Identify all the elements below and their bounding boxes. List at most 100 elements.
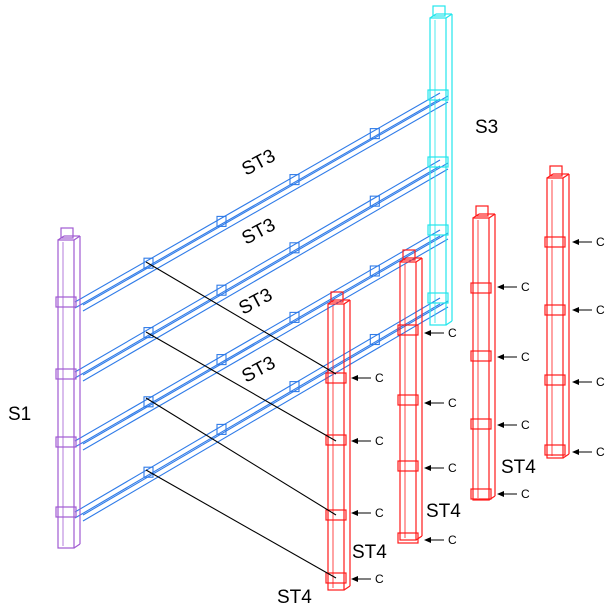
post-cap — [60, 227, 74, 239]
c-label: C — [448, 326, 457, 340]
leader-line — [145, 397, 337, 516]
c-callout: C — [572, 375, 605, 389]
c-callout: C — [351, 371, 384, 385]
label-st4-2: ST4 — [352, 542, 387, 563]
c-callout: C — [424, 326, 457, 340]
post-bracket — [325, 372, 347, 384]
rail-joint — [289, 174, 300, 186]
rail-joint — [216, 284, 227, 296]
post-st4-2 — [397, 249, 423, 544]
c-callout: C — [572, 235, 605, 249]
post-st4-3 — [470, 205, 496, 501]
c-label: C — [521, 487, 530, 501]
post-s3 — [427, 5, 453, 326]
st3-rail — [74, 92, 449, 312]
rail-joint — [289, 242, 300, 254]
arrowhead — [497, 491, 504, 497]
arrowhead — [351, 510, 358, 516]
rail-joint — [369, 128, 380, 140]
arrowhead — [351, 438, 358, 444]
c-label: C — [375, 434, 384, 448]
c-label: C — [448, 396, 457, 410]
c-callout: C — [497, 280, 530, 294]
rail-joint — [216, 215, 227, 227]
c-callout: C — [351, 434, 384, 448]
c-label: C — [375, 572, 384, 586]
label-st3-4: ST3 — [238, 353, 279, 388]
post-bracket — [470, 350, 492, 362]
c-label: C — [521, 350, 530, 364]
rail-joint — [369, 265, 380, 277]
posts — [55, 5, 570, 591]
leader-line — [145, 331, 337, 442]
label-st3-1: ST3 — [238, 146, 279, 181]
c-label: C — [448, 533, 457, 547]
rail-joint — [143, 257, 154, 269]
post-cap — [549, 165, 563, 177]
rail-joint — [289, 381, 300, 393]
arrowhead — [572, 239, 579, 245]
post-bracket — [397, 460, 419, 472]
c-label: C — [448, 461, 457, 475]
rail-joint — [216, 423, 227, 435]
label-s3: S3 — [475, 117, 498, 138]
arrowhead — [424, 330, 431, 336]
st3-rails — [74, 92, 449, 522]
arrowhead — [351, 576, 358, 582]
arrowhead — [424, 400, 431, 406]
leader-lines — [145, 261, 337, 579]
rail-joint — [289, 311, 300, 323]
label-st3-3: ST3 — [235, 285, 276, 320]
post-bracket — [325, 509, 347, 521]
c-label: C — [521, 418, 530, 432]
post-cap — [330, 291, 344, 303]
rail-joint — [143, 466, 154, 478]
c-callout: C — [572, 303, 605, 317]
c-label: C — [596, 375, 605, 389]
post-bracket — [55, 506, 77, 518]
post-bracket — [397, 532, 419, 544]
c-callout: C — [497, 487, 530, 501]
post-bracket — [55, 368, 77, 380]
rail-joint — [369, 333, 380, 346]
arrowhead — [572, 379, 579, 385]
label-st4-3: ST4 — [426, 501, 461, 522]
post-bracket — [427, 292, 449, 304]
arrowhead — [424, 537, 431, 543]
c-callout: C — [497, 418, 530, 432]
label-s1: S1 — [8, 404, 31, 425]
c-label: C — [375, 506, 384, 520]
post-cap — [475, 205, 489, 217]
leader-line — [145, 261, 337, 375]
post-bracket — [397, 324, 419, 336]
post-bracket — [325, 434, 347, 446]
arrowhead — [351, 375, 358, 381]
post-bracket — [427, 224, 449, 236]
post-bracket — [55, 296, 77, 308]
post-bracket — [544, 236, 566, 248]
st3-rail — [74, 159, 449, 382]
post-bracket — [470, 488, 492, 500]
post-bracket — [470, 282, 492, 294]
post-bracket — [544, 304, 566, 316]
post-bracket — [427, 156, 449, 168]
post-st4-4 — [544, 165, 570, 459]
rail-joint — [369, 195, 380, 207]
c-callout: C — [351, 506, 384, 520]
post-bracket — [325, 572, 347, 584]
c-label: C — [521, 280, 530, 294]
arrowhead — [497, 284, 504, 290]
label-st4-1: ST4 — [277, 587, 312, 608]
arrowhead — [572, 449, 579, 455]
post-st4-1 — [325, 291, 351, 591]
post-bracket — [427, 89, 449, 101]
rail-joint — [216, 354, 227, 366]
post-bracket — [544, 374, 566, 386]
st3-rail — [74, 297, 449, 522]
post-cap — [402, 249, 416, 261]
c-callout: C — [424, 396, 457, 410]
arrowhead — [497, 422, 504, 428]
st3-rail — [74, 229, 449, 451]
